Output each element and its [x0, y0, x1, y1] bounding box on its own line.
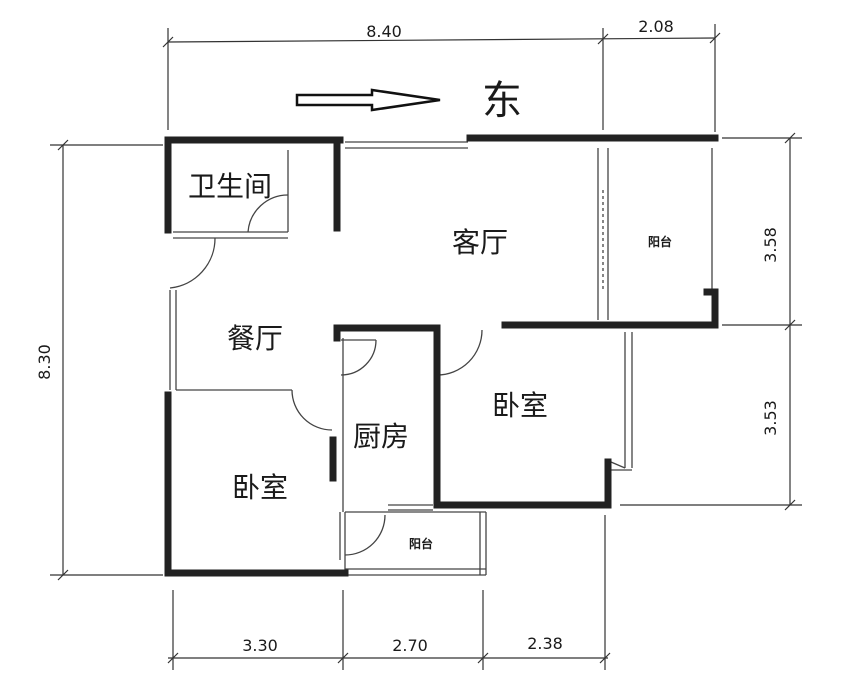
dim-right-lower: 3.53 — [761, 400, 780, 436]
dim-top-right: 2.08 — [638, 17, 674, 36]
room-dining: 餐厅 — [227, 322, 283, 355]
walls — [164, 134, 719, 577]
room-bedroom-west: 卧室 — [232, 471, 288, 504]
dimension-labels: 8.40 2.08 8.30 3.58 3.53 3.30 2.70 2.38 — [35, 17, 780, 655]
room-kitchen: 厨房 — [353, 420, 409, 453]
dimension-lines — [50, 24, 802, 670]
room-bathroom: 卫生间 — [188, 170, 272, 203]
dim-left: 8.30 — [35, 344, 54, 380]
room-living: 客厅 — [452, 226, 508, 259]
room-bedroom-east: 卧室 — [492, 389, 548, 422]
dim-right-upper: 3.58 — [761, 227, 780, 263]
door-swings — [169, 194, 483, 556]
direction-label: 东 — [482, 78, 522, 124]
room-balcony-small: 阳台 — [409, 536, 433, 551]
dim-bottom-left: 3.30 — [242, 636, 278, 655]
room-balcony-east: 阳台 — [648, 234, 672, 249]
dim-bottom-right: 2.38 — [527, 634, 563, 653]
room-labels: 卫生间 客厅 阳台 餐厅 厨房 卧室 卧室 阳台 — [188, 170, 672, 551]
east-arrow-icon — [295, 88, 441, 112]
thin-lines — [169, 141, 713, 576]
dim-top-left: 8.40 — [366, 22, 402, 41]
dim-bottom-mid: 2.70 — [392, 636, 428, 655]
